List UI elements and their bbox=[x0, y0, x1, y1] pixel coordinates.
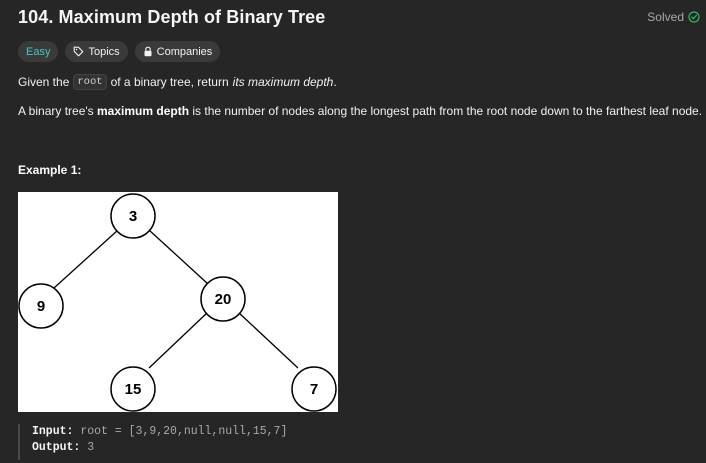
tree-edge bbox=[148, 311, 209, 369]
companies-button[interactable]: Companies bbox=[134, 41, 221, 62]
tree-edge bbox=[53, 229, 119, 289]
tree-node-label: 15 bbox=[125, 381, 142, 398]
p1-end: . bbox=[333, 75, 337, 89]
tree-node bbox=[110, 366, 156, 412]
tree-edge bbox=[237, 311, 299, 369]
description-paragraph-2: A binary tree's maximum depth is the num… bbox=[18, 104, 702, 118]
example-title: Example 1: bbox=[18, 163, 82, 177]
topics-button[interactable]: Topics bbox=[65, 41, 128, 62]
tree-node-label: 3 bbox=[129, 208, 137, 225]
input-label: Input: bbox=[32, 425, 74, 438]
p1-emphasis: its maximum depth bbox=[232, 75, 334, 89]
lock-icon bbox=[143, 46, 153, 57]
topics-label: Topics bbox=[88, 45, 120, 58]
inline-code-root: root bbox=[73, 74, 107, 90]
input-value: root = [3,9,20,null,null,15,7] bbox=[80, 425, 288, 438]
solved-status: Solved bbox=[647, 10, 700, 24]
p2-rest: is the number of nodes along the longest… bbox=[192, 104, 703, 118]
tree-node-label: 20 bbox=[215, 291, 232, 308]
p2-bold: maximum depth bbox=[97, 104, 190, 118]
tree-node bbox=[200, 276, 246, 322]
tree-node bbox=[110, 193, 156, 239]
example-tree-image: 3 9 20 15 7 bbox=[18, 192, 338, 412]
difficulty-badge[interactable]: Easy bbox=[18, 41, 59, 62]
p2-prefix: A binary tree's bbox=[18, 104, 94, 118]
companies-label: Companies bbox=[156, 45, 213, 58]
output-value: 3 bbox=[87, 441, 95, 454]
example-output-line: Output: 3 bbox=[32, 440, 287, 456]
tree-node bbox=[291, 366, 337, 412]
tag-icon bbox=[73, 46, 84, 57]
problem-header: 104. Maximum Depth of Binary Tree Solved bbox=[18, 6, 700, 28]
tree-edge bbox=[148, 229, 209, 285]
p1-prefix: Given the bbox=[18, 75, 70, 89]
p1-middle: of a binary tree, return bbox=[110, 75, 229, 89]
tree-node-label: 7 bbox=[310, 381, 318, 398]
tree-node-label: 9 bbox=[37, 298, 45, 315]
description-paragraph-1: Given the root of a binary tree, return … bbox=[18, 74, 337, 90]
tag-row: Easy Topics Companies bbox=[18, 41, 221, 62]
output-label: Output: bbox=[32, 441, 81, 454]
example-io-block: Input: root = [3,9,20,null,null,15,7] Ou… bbox=[18, 424, 287, 460]
problem-title: 104. Maximum Depth of Binary Tree bbox=[18, 6, 326, 27]
solved-label: Solved bbox=[647, 10, 684, 24]
check-circle-icon bbox=[688, 11, 700, 23]
example-input-line: Input: root = [3,9,20,null,null,15,7] bbox=[32, 424, 287, 440]
tree-node bbox=[18, 283, 64, 329]
